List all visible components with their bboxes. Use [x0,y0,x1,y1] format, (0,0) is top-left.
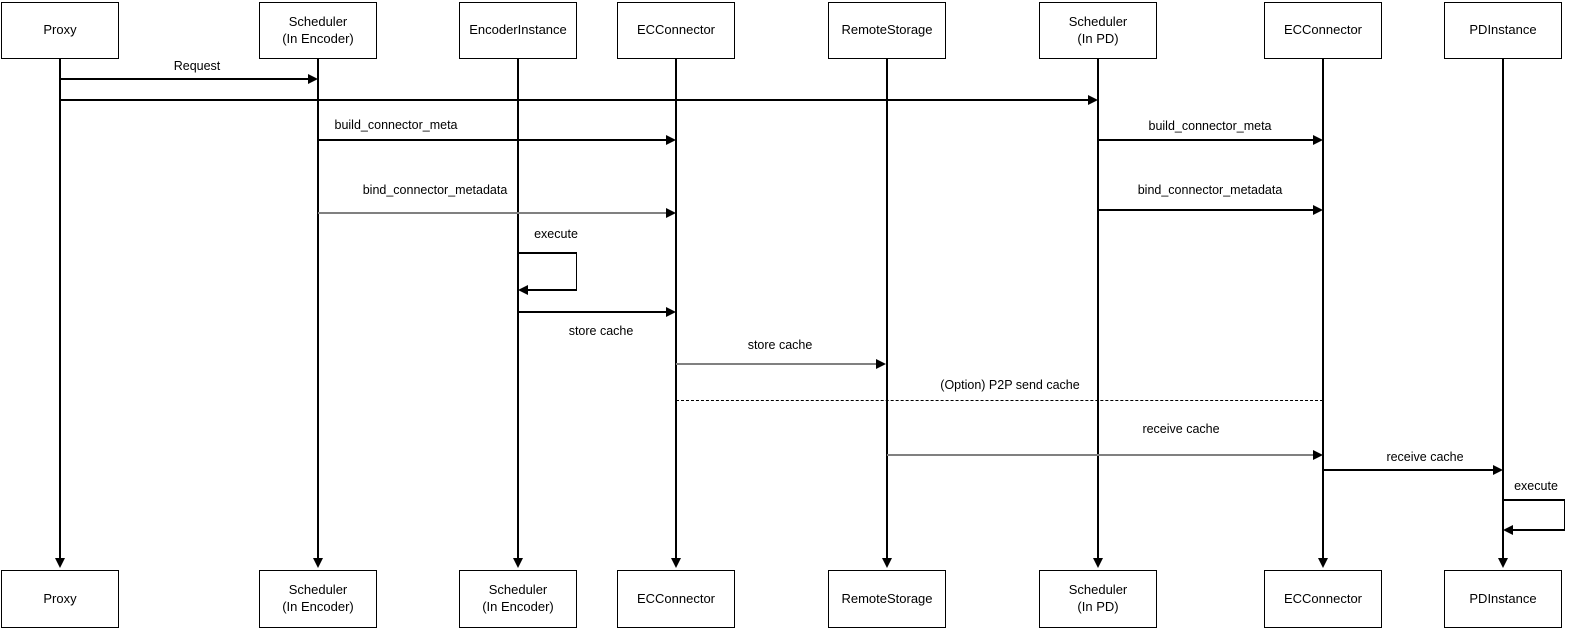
participant-scheduler-pd-top: Scheduler (In PD) [1039,2,1157,59]
participant-label: ECConnector [1283,590,1363,606]
participant-ec-connector-pd-top: ECConnector [1264,2,1382,59]
participant-label: Scheduler (In Encoder) [282,13,354,46]
arrowhead-execute-enc [518,285,528,295]
participant-scheduler-encoder-bottom: Scheduler (In Encoder) [259,570,377,628]
participant-encoder-instance-bottom: Scheduler (In Encoder) [459,570,577,628]
self-loop-enc-top [518,252,577,254]
arrowhead-down-scheduler-pd [1093,558,1103,568]
self-loop-pd-bottom [1513,529,1565,531]
participant-proxy-top: Proxy [1,2,119,59]
message-request-label: Request [171,59,223,73]
participant-label: PDInstance [1469,22,1537,38]
arrowhead-down-encoder-instance [513,558,523,568]
message-store-cache-enc-line [518,311,668,313]
arrowhead-down-pd-instance [1498,558,1508,568]
arrowhead-down-remote-storage [882,558,892,568]
participant-label: Scheduler (In Encoder) [282,582,354,614]
participant-label: EncoderInstance [469,22,567,38]
message-build-connector-meta-enc-label: build_connector_meta [332,118,460,132]
message-receive-cache-pd-label: receive cache [1384,450,1466,464]
participant-ec-connector-pd-bottom: ECConnector [1264,570,1382,628]
self-loop-pd-right [1563,499,1565,531]
arrowhead-receive-cache-remote [1313,450,1323,460]
self-loop-enc-right [575,252,577,291]
participant-remote-storage-top: RemoteStorage [828,2,946,59]
lifeline-pd-instance [1502,58,1504,560]
arrowhead-bind-connector-metadata-pd [1313,205,1323,215]
lifeline-remote-storage [886,58,888,560]
participant-label: Proxy [43,22,77,38]
participant-label: Scheduler (In PD) [1068,13,1128,46]
lifeline-scheduler-encoder [317,58,319,560]
arrowhead-build-connector-meta-enc [666,135,676,145]
participant-label: ECConnector [636,22,716,38]
self-loop-pd-top [1503,499,1565,501]
arrowhead-down-ec-connector-pd [1318,558,1328,568]
message-p2p-send-cache-line [676,400,1323,402]
participant-ec-connector-enc-top: ECConnector [617,2,735,59]
arrowhead-request [308,74,318,84]
participant-label: Scheduler (In PD) [1068,582,1128,614]
lifeline-proxy [59,58,61,560]
message-store-cache-enc-label: store cache [566,324,636,338]
message-p2p-send-cache-label: (Option) P2P send cache [938,378,1082,392]
message-receive-cache-remote-line [887,453,1315,457]
arrowhead-store-cache-remote [876,359,886,369]
message-receive-cache-remote-label: receive cache [1140,422,1222,436]
message-request-line [60,78,310,80]
participant-label: RemoteStorage [841,590,933,606]
participant-pd-instance-bottom: PDInstance [1444,570,1562,628]
arrowhead-proxy-to-scheduler-pd [1088,95,1098,105]
message-bind-connector-metadata-enc-line [318,211,668,215]
message-receive-cache-pd-line [1323,469,1495,471]
message-bind-connector-metadata-enc-label: bind_connector_metadata [360,183,510,197]
participant-remote-storage-bottom: RemoteStorage [828,570,946,628]
participant-label: Proxy [43,590,77,606]
participant-label: Scheduler (In Encoder) [482,582,554,614]
participant-ec-connector-enc-bottom: ECConnector [617,570,735,628]
participant-label: ECConnector [636,590,716,606]
message-build-connector-meta-pd-label: build_connector_meta [1146,119,1274,133]
message-execute-enc-label: execute [532,227,580,241]
participant-proxy-bottom: Proxy [1,570,119,628]
message-bind-connector-metadata-pd-label: bind_connector_metadata [1135,183,1285,197]
message-build-connector-meta-pd-line [1098,139,1315,141]
arrowhead-store-cache-enc [666,307,676,317]
message-execute-pd-label: execute [1512,479,1560,493]
arrowhead-execute-pd [1503,525,1513,535]
lifeline-ec-connector-pd [1322,58,1324,560]
arrowhead-receive-cache-pd [1493,465,1503,475]
participant-scheduler-encoder-top: Scheduler (In Encoder) [259,2,377,59]
participant-pd-instance-top: PDInstance [1444,2,1562,59]
message-proxy-to-scheduler-pd-line [60,99,1090,101]
lifeline-scheduler-pd [1097,58,1099,560]
message-bind-connector-metadata-pd-line [1098,209,1315,211]
participant-label: RemoteStorage [841,22,933,38]
arrowhead-down-scheduler-encoder [313,558,323,568]
arrowhead-bind-connector-metadata-enc [666,208,676,218]
lifeline-encoder-instance [517,58,519,560]
self-loop-enc-bottom [528,289,577,291]
participant-scheduler-pd-bottom: Scheduler (In PD) [1039,570,1157,628]
arrowhead-down-ec-connector-enc [671,558,681,568]
participant-label: PDInstance [1469,590,1537,606]
participant-encoder-instance-top: EncoderInstance [459,2,577,59]
message-store-cache-remote-label: store cache [745,338,815,352]
arrowhead-down-proxy [55,558,65,568]
message-store-cache-remote-line [676,362,878,366]
arrowhead-build-connector-meta-pd [1313,135,1323,145]
participant-label: ECConnector [1283,22,1363,38]
message-build-connector-meta-enc-line [318,139,668,141]
